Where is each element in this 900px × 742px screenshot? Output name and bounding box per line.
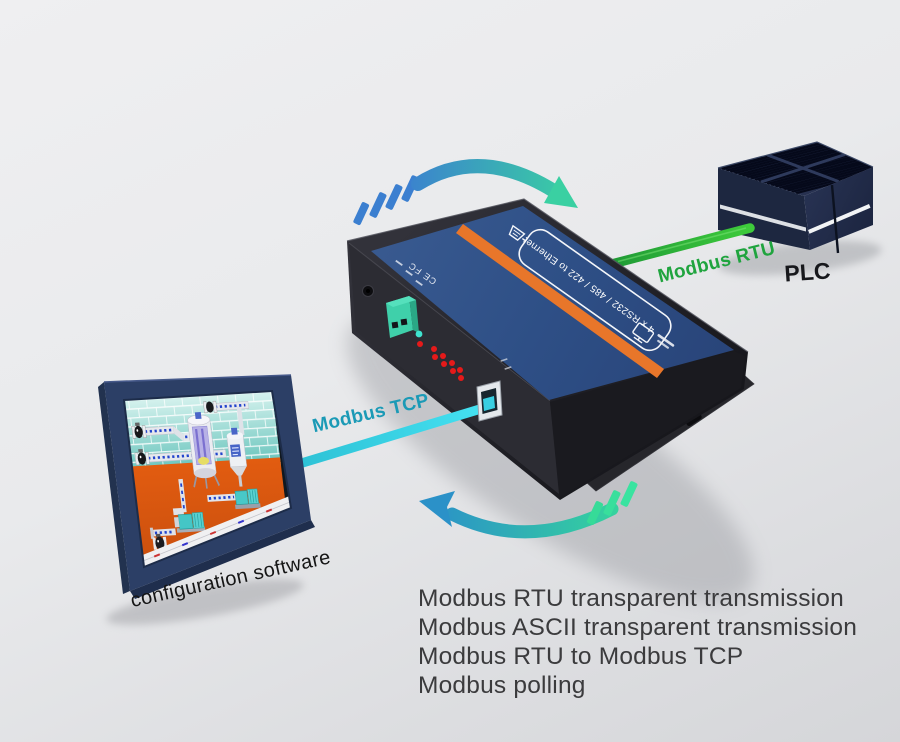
plc-stripe-left	[720, 204, 806, 232]
flow-indicators	[144, 403, 246, 535]
monitor-frame-bottom-edge	[130, 520, 315, 599]
plc-box	[717, 141, 874, 254]
orange-stripe	[456, 224, 664, 378]
port-label-ticks	[395, 259, 423, 286]
arrowhead	[419, 491, 455, 527]
monitor-frame-left-edge	[98, 382, 130, 594]
status-leds	[417, 341, 464, 381]
flange-slot	[686, 413, 702, 427]
module-gap	[760, 153, 846, 184]
cable-plug	[483, 396, 495, 411]
power-led	[415, 330, 423, 338]
device-top-face	[371, 206, 734, 400]
arrow-dash	[385, 184, 403, 210]
screen-bezel	[122, 389, 293, 569]
rj45-port	[476, 380, 503, 422]
bottom-curved-arrow	[419, 481, 638, 539]
power-jack-hole	[366, 289, 370, 293]
top-curved-arrow	[353, 159, 578, 226]
ethernet-icon	[632, 322, 655, 344]
status-bar	[142, 496, 291, 567]
brand-mark	[657, 334, 675, 349]
frame-top-highlight	[103, 374, 292, 383]
feature-list: Modbus RTU transparent transmission Modb…	[418, 585, 857, 699]
feature-item: Modbus ASCII transparent transmission	[418, 614, 857, 641]
feature-item: Modbus RTU transparent transmission	[418, 585, 844, 612]
feature-item: Modbus polling	[418, 672, 586, 699]
feature-item: Modbus RTU to Modbus TCP	[418, 643, 743, 670]
front-label-ticks	[500, 358, 512, 370]
serial-port-icon	[508, 224, 527, 242]
plc-seam	[830, 184, 840, 254]
arrow-arc	[411, 159, 561, 198]
modbus-rtu-cable	[607, 223, 755, 269]
plc-shadow	[718, 240, 882, 276]
arrow-dash	[603, 490, 621, 516]
monitor	[98, 374, 315, 599]
rim-highlight	[346, 198, 749, 353]
device-right-face	[550, 351, 745, 497]
scada-content	[124, 391, 291, 567]
front-rim-line	[348, 242, 551, 402]
status-marks	[153, 508, 273, 558]
arrow-dash	[620, 481, 638, 507]
plc-label-group: PLC	[784, 257, 832, 286]
plc-stripe-right	[808, 204, 871, 234]
plc-label: PLC	[784, 257, 832, 286]
cable-highlight	[617, 227, 747, 263]
terminal-block	[386, 296, 419, 338]
modbus-tcp-cable	[297, 402, 492, 468]
serial-device-server: 4 x RS232 / 485 / 422 to Ethernet CE FC	[346, 198, 755, 500]
right-pump	[234, 488, 261, 510]
arrow-dash	[353, 202, 370, 226]
monitor-shadow	[106, 579, 304, 625]
arrow-dash	[586, 501, 604, 525]
plc-edge-highlight	[717, 141, 874, 169]
arrowhead	[544, 176, 578, 208]
arrow-dash	[369, 192, 387, 218]
bottom-left-pump	[173, 511, 206, 533]
big-tank	[187, 412, 220, 489]
plc-right-face	[804, 167, 873, 250]
right-vessel	[226, 427, 248, 487]
